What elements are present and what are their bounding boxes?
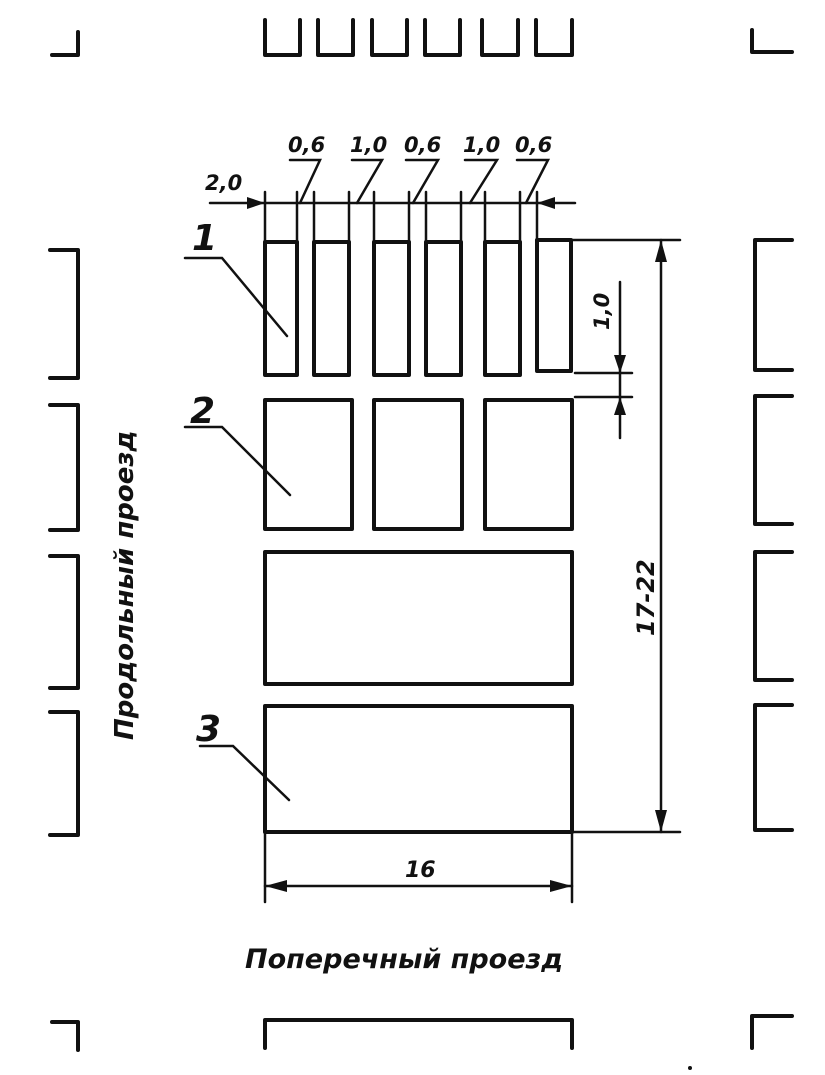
zone-1-narrow-stacks bbox=[263, 238, 573, 377]
corner-mark-top-left bbox=[50, 30, 80, 57]
leader-line bbox=[350, 158, 385, 205]
zone-2-medium-stacks bbox=[263, 398, 574, 531]
right-bracket bbox=[753, 703, 794, 832]
top-stack bbox=[423, 18, 462, 57]
dim-gap-a: 0,6 bbox=[288, 133, 325, 157]
leader-line bbox=[288, 158, 322, 205]
right-border-brackets bbox=[753, 238, 794, 832]
dim-row-gap: 1,0 bbox=[590, 293, 614, 330]
total-height-dimension bbox=[570, 238, 682, 834]
top-dimension-line bbox=[208, 197, 577, 209]
medium-stack bbox=[263, 398, 354, 531]
top-border-strip bbox=[50, 18, 794, 57]
dim-total-width: 16 bbox=[405, 858, 436, 883]
arrow-head bbox=[614, 355, 626, 373]
left-bracket bbox=[48, 554, 80, 690]
dim-left-gap: 2,0 bbox=[205, 171, 242, 195]
arrow-head bbox=[537, 197, 555, 209]
callout-leaders bbox=[183, 256, 292, 802]
leader-line bbox=[515, 158, 551, 205]
callout-leader-3 bbox=[198, 744, 291, 802]
right-bracket bbox=[753, 394, 794, 526]
gap-leaders bbox=[288, 158, 551, 205]
zone-3-large-stacks bbox=[263, 550, 574, 834]
dim-gap-e: 0,6 bbox=[515, 133, 552, 157]
dim-gap-d: 1,0 bbox=[463, 133, 500, 157]
callout-leader-2 bbox=[183, 425, 292, 497]
left-bracket bbox=[48, 403, 80, 532]
row-gap-dimension bbox=[573, 280, 634, 440]
leader-line bbox=[404, 158, 441, 205]
medium-stack bbox=[483, 398, 574, 531]
arrow-head bbox=[655, 810, 667, 832]
dim-gap-b: 1,0 bbox=[350, 133, 387, 157]
medium-stack bbox=[372, 398, 464, 531]
dim-total-height: 17-22 bbox=[632, 559, 660, 636]
narrow-stack bbox=[263, 240, 299, 377]
top-stack bbox=[370, 18, 409, 57]
large-stack bbox=[263, 704, 574, 834]
bottom-stack bbox=[263, 1018, 574, 1050]
arrow-head bbox=[247, 197, 265, 209]
right-bracket bbox=[753, 238, 794, 372]
total-width-dimension bbox=[263, 830, 574, 904]
dim-gap-c: 0,6 bbox=[404, 133, 441, 157]
narrow-stack bbox=[535, 238, 573, 373]
longitudinal-passage-label: Продольный проезд bbox=[110, 431, 140, 741]
leader-line bbox=[463, 158, 500, 205]
top-stack bbox=[263, 18, 302, 57]
narrow-stack bbox=[312, 240, 351, 377]
callout-1: 1 bbox=[192, 218, 217, 259]
bottom-border-strip bbox=[50, 1014, 794, 1070]
left-bracket bbox=[48, 248, 80, 380]
stray-dot bbox=[688, 1066, 692, 1070]
left-bracket bbox=[48, 710, 80, 837]
top-extension-lines bbox=[263, 190, 539, 244]
corner-mark-bottom-right bbox=[750, 1014, 794, 1050]
corner-mark-top-right bbox=[750, 28, 794, 54]
arrow-head bbox=[550, 880, 572, 892]
callout-2: 2 bbox=[190, 391, 215, 432]
corner-mark-bottom-left bbox=[50, 1020, 80, 1052]
arrow-head bbox=[655, 240, 667, 262]
top-stack bbox=[316, 18, 355, 57]
top-stack bbox=[480, 18, 520, 57]
transverse-passage-label: Поперечный проезд bbox=[245, 944, 563, 975]
callout-3: 3 bbox=[196, 709, 221, 750]
arrow-head bbox=[614, 397, 626, 415]
narrow-stack bbox=[483, 240, 522, 377]
large-stack bbox=[263, 550, 574, 686]
right-bracket bbox=[753, 550, 794, 682]
arrow-head bbox=[265, 880, 287, 892]
top-stack-row bbox=[263, 18, 574, 57]
narrow-stack bbox=[372, 240, 411, 377]
callout-leader-1 bbox=[183, 256, 289, 338]
top-stack bbox=[534, 18, 574, 57]
narrow-stack bbox=[424, 240, 463, 377]
left-border-brackets bbox=[48, 248, 80, 837]
